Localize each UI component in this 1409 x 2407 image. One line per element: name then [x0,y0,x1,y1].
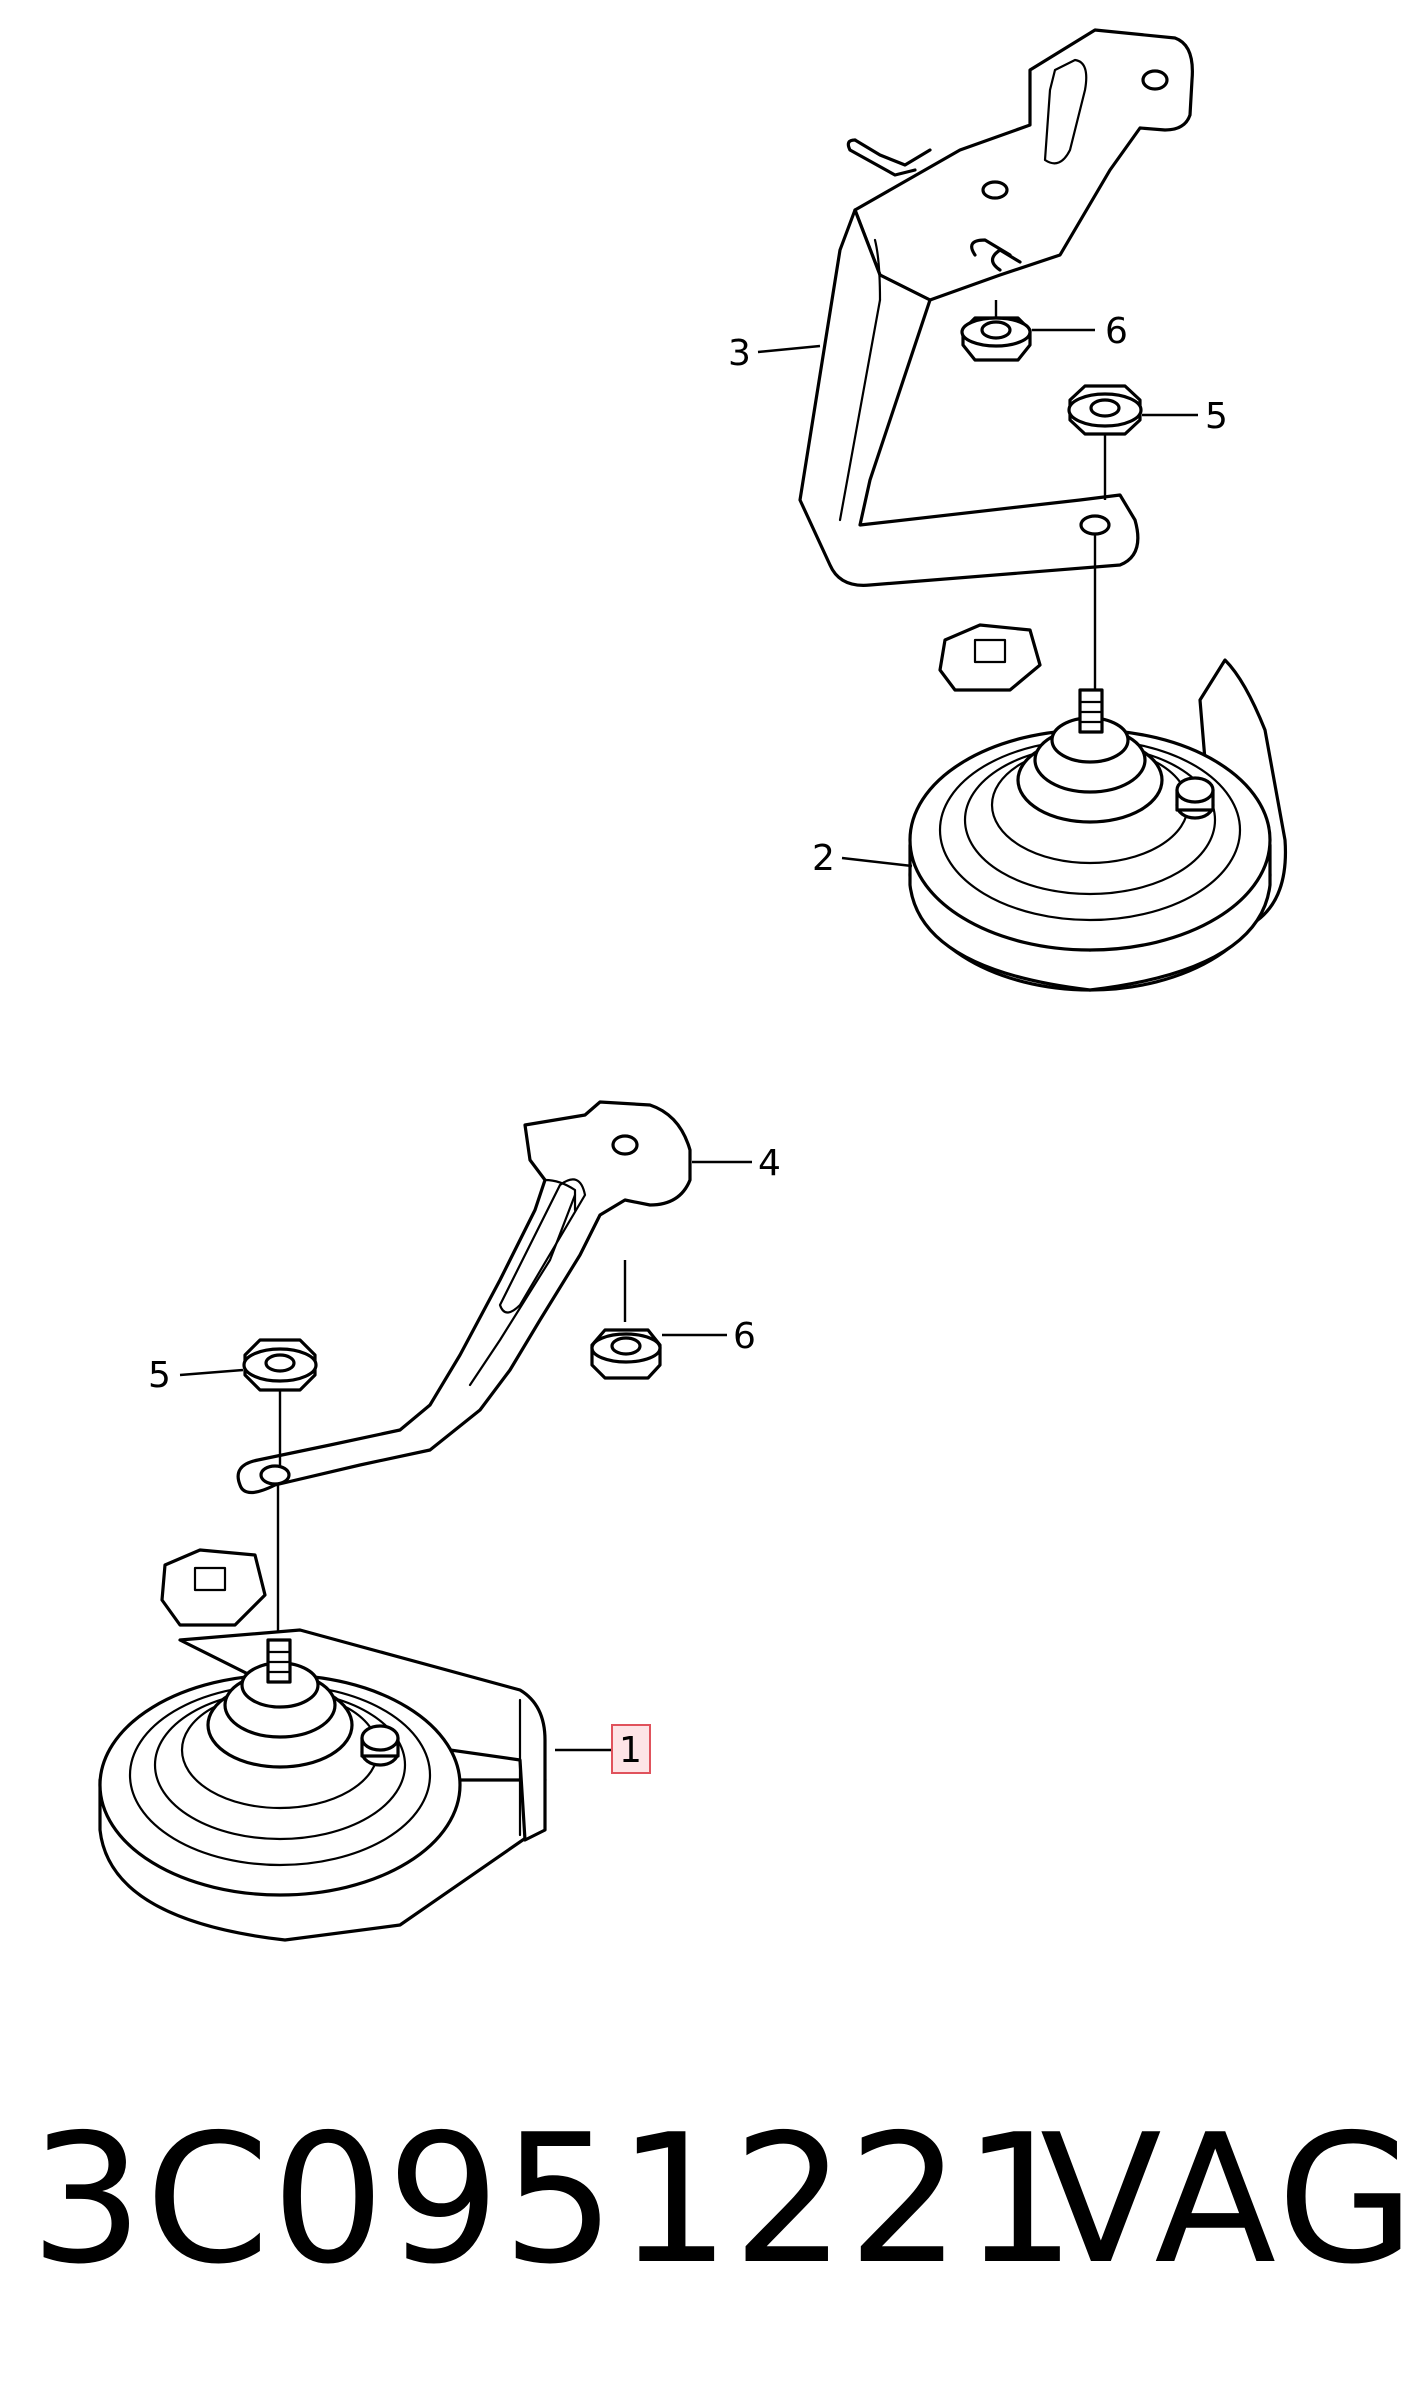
bracket-lower [236,1100,692,1495]
callout-5-lower: 5 [148,1355,171,1396]
brand-label: VAG [1040,2096,1409,2303]
bracket-upper [798,28,1194,587]
callout-6-upper: 6 [1105,311,1128,352]
flange-nut-5-lower [242,1338,318,1468]
callout-2: 2 [812,838,835,879]
callout-5-upper: 5 [1205,396,1228,437]
flange-nut-5-upper [1067,384,1143,500]
flange-nut-6-upper [960,300,1032,362]
callout-4: 4 [758,1143,781,1184]
exploded-parts-diagram: 6 5 3 2 4 6 5 1 [98,28,1288,1942]
callout-6-lower: 6 [733,1316,756,1357]
horn-upper [908,623,1288,992]
flange-nut-6-lower [590,1260,662,1380]
callout-1: 1 [619,1730,642,1771]
callout-1-highlight[interactable] [611,1724,651,1774]
part-number: 3C0951221 [30,2096,1079,2303]
horn-lower [98,1548,547,1942]
callout-3: 3 [728,333,751,374]
caption-bar: 3C0951221 VAG [0,2090,1409,2310]
